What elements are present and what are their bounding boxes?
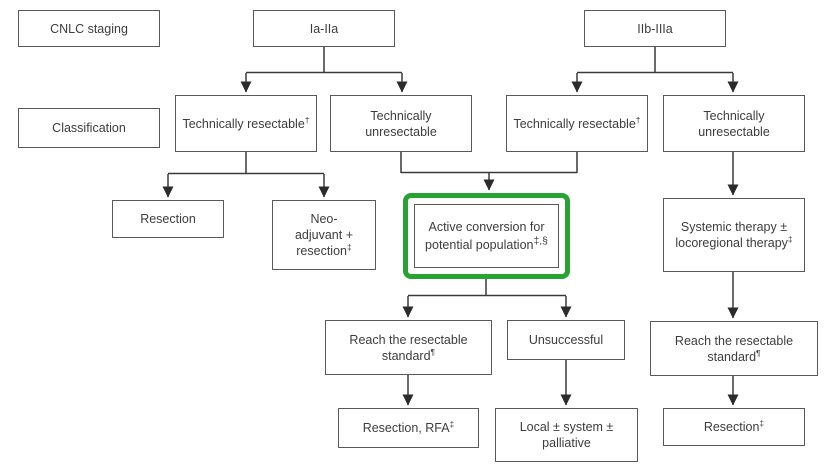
node-reach-resectable-standard-left: Reach the resectable standard¶ bbox=[325, 320, 492, 375]
node-resection: Resection bbox=[112, 200, 224, 238]
node-stage-ia-iia: Ia-IIa bbox=[253, 10, 395, 47]
node-label: Active conversion for potential populati… bbox=[425, 219, 548, 253]
node-label: Neo-adjuvant + resection‡ bbox=[294, 212, 354, 258]
row-label-cnlc-staging: CNLC staging bbox=[18, 10, 160, 47]
node-label: Classification bbox=[52, 121, 126, 135]
node-label: Reach the resectable standard¶ bbox=[674, 333, 794, 364]
node-label: Technically resectable† bbox=[513, 114, 641, 131]
node-neo-adjuvant-resection: Neo-adjuvant + resection‡ bbox=[272, 200, 376, 270]
node-technically-resectable-ia: Technically resectable† bbox=[175, 95, 317, 152]
node-label: Resection, RFA‡ bbox=[362, 418, 455, 435]
node-technically-unresectable-iib: Technically unresectable bbox=[663, 95, 805, 152]
highlight-box: Active conversion for potential populati… bbox=[403, 193, 570, 279]
node-stage-iib-iiia: IIb-IIIa bbox=[584, 10, 726, 47]
node-label: CNLC staging bbox=[50, 21, 128, 36]
node-label: Technically resectable† bbox=[182, 114, 310, 131]
node-label: Resection‡ bbox=[703, 417, 765, 434]
node-label: Technically unresectable bbox=[698, 108, 770, 139]
node-label: Local ± system ± palliative bbox=[519, 420, 614, 450]
node-local-system-palliative: Local ± system ± palliative bbox=[495, 408, 638, 462]
node-technically-resectable-iib: Technically resectable† bbox=[506, 95, 648, 152]
node-label: Reach the resectable standard¶ bbox=[349, 332, 468, 363]
node-resection-rfa: Resection, RFA‡ bbox=[338, 408, 479, 448]
node-reach-resectable-standard-right: Reach the resectable standard¶ bbox=[650, 321, 818, 376]
node-label: Resection bbox=[140, 212, 196, 226]
node-active-conversion: Active conversion for potential populati… bbox=[414, 204, 559, 268]
node-technically-unresectable-ia: Technically unresectable bbox=[330, 95, 472, 152]
node-label: Systemic therapy ± locoregional therapy‡ bbox=[675, 220, 793, 250]
row-label-classification: Classification bbox=[18, 108, 160, 148]
node-label: Technically unresectable bbox=[365, 108, 437, 139]
node-label: Unsuccessful bbox=[528, 333, 604, 347]
node-resection-right: Resection‡ bbox=[663, 408, 805, 446]
node-label: IIb-IIIa bbox=[637, 21, 673, 36]
node-systemic-therapy: Systemic therapy ± locoregional therapy‡ bbox=[663, 198, 805, 272]
node-unsuccessful: Unsuccessful bbox=[507, 320, 625, 360]
node-label: Ia-IIa bbox=[309, 21, 339, 36]
